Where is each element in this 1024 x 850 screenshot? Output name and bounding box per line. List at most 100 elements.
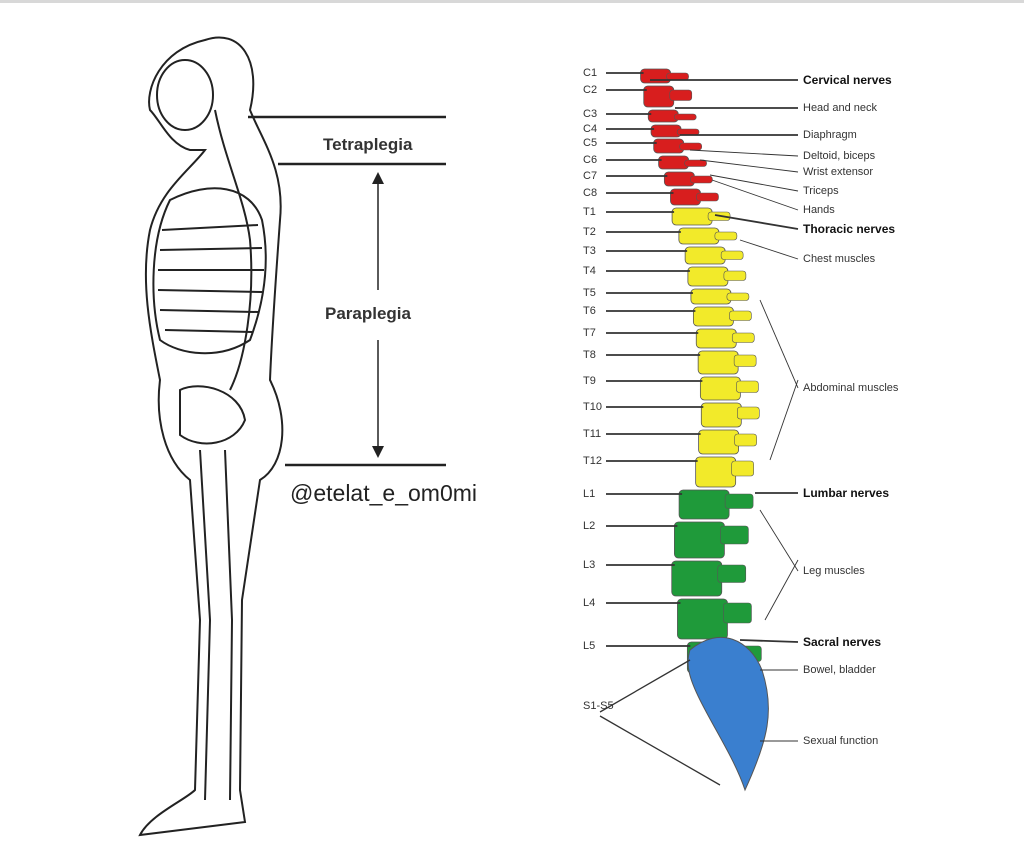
vertebra-t8 <box>697 350 739 375</box>
vertebra-t1 <box>671 207 713 226</box>
leader-line <box>599 659 691 713</box>
spinous-process <box>736 406 760 420</box>
spinous-process <box>731 460 754 477</box>
spinous-process <box>679 142 702 151</box>
vertebra-label-l4: L4 <box>583 597 596 609</box>
leader-line <box>739 639 799 643</box>
vertebra-t10 <box>700 402 742 428</box>
vertebra-label-c3: C3 <box>583 108 598 120</box>
function-label-leg-muscles: Leg muscles <box>803 565 865 577</box>
spinous-process <box>669 89 693 101</box>
spinous-process <box>723 270 747 281</box>
vertebra-label-l5: L5 <box>583 640 596 652</box>
function-label-diaphragm: Diaphragm <box>803 129 857 141</box>
function-label-bowel-bladder: Bowel, bladder <box>803 664 876 676</box>
vertebra-label-t9: T9 <box>583 375 596 387</box>
function-label-thoracic-nerves: Thoracic nerves <box>803 222 896 236</box>
vertebra-t3 <box>684 246 726 265</box>
vertebra-label-t5: T5 <box>583 287 596 299</box>
spinous-process <box>720 250 744 260</box>
leader-line <box>599 715 721 786</box>
skeleton-figure <box>138 36 284 837</box>
leader-line <box>764 559 799 621</box>
function-label-sexual-function: Sexual function <box>803 735 879 747</box>
leader-line <box>709 174 799 192</box>
spinous-process <box>684 159 707 167</box>
vertebra-t2 <box>678 227 720 245</box>
vertebra-c3 <box>647 109 679 123</box>
vertebra-label-c5: C5 <box>583 137 598 149</box>
vertebra-l1 <box>678 489 730 520</box>
leader-line <box>699 159 799 173</box>
vertebra-c2 <box>643 85 675 108</box>
vertebra-label-l2: L2 <box>583 520 596 532</box>
vertebra-label-t1: T1 <box>583 206 596 218</box>
vertebra-label-s1-s5: S1-S5 <box>583 700 614 712</box>
leader-line <box>689 149 799 157</box>
spinous-process <box>726 292 750 301</box>
vertebra-label-t8: T8 <box>583 349 596 361</box>
function-label-sacral-nerves: Sacral nerves <box>803 635 882 649</box>
vertebra-label-c2: C2 <box>583 84 598 96</box>
top-border <box>0 0 1024 3</box>
tetraplegia-label: Tetraplegia <box>323 135 413 154</box>
vertebra-label-c1: C1 <box>583 67 598 79</box>
spinous-process <box>720 525 749 545</box>
paraplegia-label: Paraplegia <box>325 304 411 323</box>
vertebra-label-c7: C7 <box>583 170 598 182</box>
leader-line <box>759 299 799 389</box>
vertebra-t11 <box>698 429 739 455</box>
spinous-process <box>731 332 755 343</box>
function-label-wrist-extensor: Wrist extensor <box>803 166 874 178</box>
spinous-process <box>723 602 752 624</box>
leader-lines <box>599 72 799 786</box>
vertebra-label-t3: T3 <box>583 245 596 257</box>
vertebra-label-t10: T10 <box>583 401 602 413</box>
vertebra-label-t4: T4 <box>583 265 596 277</box>
vertebra-t12 <box>695 456 737 488</box>
leader-line <box>769 379 799 461</box>
spinous-process <box>696 192 719 202</box>
function-label-deltoid-biceps: Deltoid, biceps <box>803 150 876 162</box>
vertebra-label-c6: C6 <box>583 154 598 166</box>
leader-line <box>711 179 799 211</box>
level-markers <box>248 115 446 467</box>
vertebra-label-t6: T6 <box>583 305 596 317</box>
spinous-process <box>736 380 759 393</box>
vertebra-label-t2: T2 <box>583 226 596 238</box>
vertebra-label-c8: C8 <box>583 187 598 199</box>
function-label-abdominal-muscles: Abdominal muscles <box>803 382 899 394</box>
leader-line <box>714 214 799 230</box>
vertebra-label-l3: L3 <box>583 559 596 571</box>
spinous-process <box>666 72 689 81</box>
vertebra-label-t11: T11 <box>583 428 602 440</box>
function-label-hands: Hands <box>803 204 835 216</box>
function-label-head-and-neck: Head and neck <box>803 102 877 114</box>
leader-line <box>759 509 799 572</box>
spinous-process <box>724 493 754 509</box>
vertebra-c8 <box>670 188 701 206</box>
spinous-process <box>733 354 757 367</box>
spinous-process <box>690 175 713 184</box>
watermark-text: @etelat_e_om0mi <box>290 480 477 506</box>
vertebra-label-t12: T12 <box>583 455 602 467</box>
spinous-process <box>729 310 752 321</box>
vertebra-c7 <box>663 171 695 187</box>
vertebra-c4 <box>650 124 682 138</box>
spinous-process <box>717 564 747 583</box>
vertebra-l2 <box>674 521 725 559</box>
vertebra-c5 <box>653 138 685 154</box>
vertebra-t5 <box>690 288 732 305</box>
vertebra-label-l1: L1 <box>583 488 596 500</box>
vertebra-t6 <box>692 306 734 327</box>
vertebra-label-t7: T7 <box>583 327 596 339</box>
vertebra-sacrum <box>687 636 769 792</box>
spine-column <box>640 68 769 792</box>
spinous-process <box>734 433 757 447</box>
spinous-process <box>714 231 738 241</box>
function-label-triceps: Triceps <box>803 185 839 197</box>
vertebra-t7 <box>695 328 737 349</box>
vertebra-label-c4: C4 <box>583 123 598 135</box>
function-label-lumbar-nerves: Lumbar nerves <box>803 486 890 500</box>
